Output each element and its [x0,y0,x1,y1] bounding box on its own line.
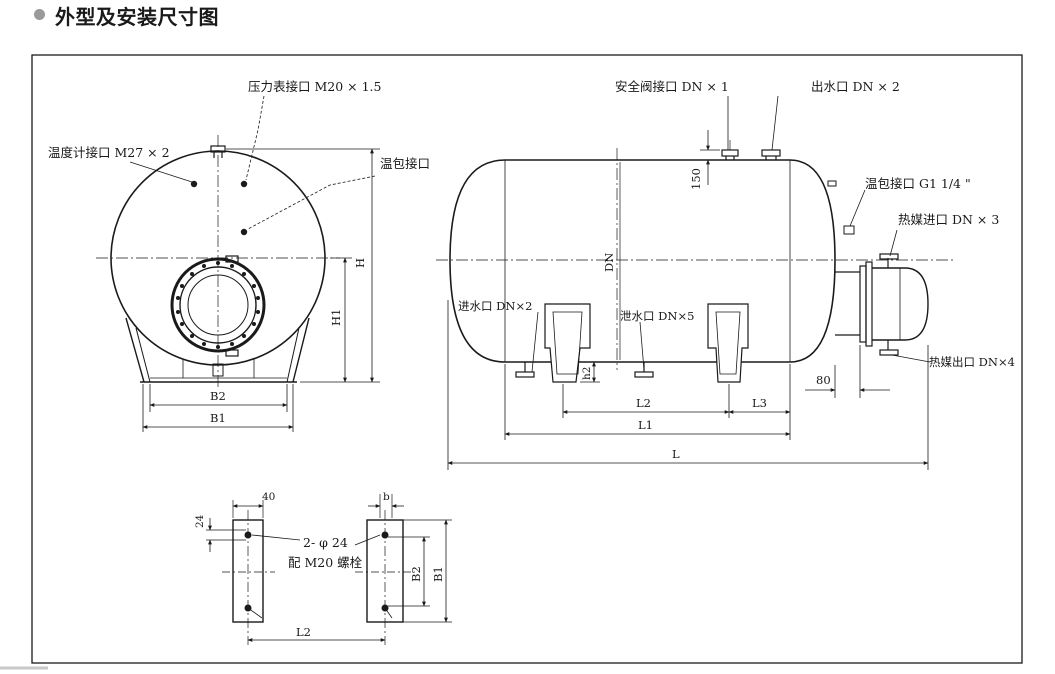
dim-B2-front: B2 [210,389,226,403]
heat-medium-outlet-label: 热媒出口 DN×4 [929,355,1015,369]
temp-gauge-port-label: 温度计接口 M27 × 2 [48,145,170,160]
pressure-port-label: 压力表接口 M20 × 1.5 [248,79,381,94]
dim-B1-front: B1 [210,411,226,425]
temp-bulb-port-side-label: 温包接口 G1 1/4 " [865,176,971,191]
dim-24: 24 [194,514,206,528]
foundation-bolt-holes [244,531,389,612]
dim-80: 80 [816,373,831,387]
dim-40: 40 [262,491,275,503]
water-outlet-label: 出水口 DN × 2 [811,79,900,94]
dim-B1-plan: B1 [431,566,445,582]
bolt-holes-label: 2- φ 24 [303,535,348,550]
heat-medium-inlet-label: 热媒进口 DN × 3 [898,212,999,227]
page-title: 外型及安装尺寸图 [55,5,219,29]
dim-L3: L3 [752,396,767,410]
drain-outlet-label: 泄水口 DN×5 [620,309,694,323]
dim-H1: H1 [329,309,343,326]
drawing-frame [31,54,1023,664]
dim-L1: L1 [638,418,653,432]
dim-DN: DN [602,253,616,272]
side-view-dimensions [447,130,929,470]
front-view-ports [176,180,260,349]
front-view-leaders [129,95,376,230]
dim-H: H [353,258,367,268]
dim-150: 150 [689,168,703,190]
front-view [96,135,340,390]
bolt-spec-label: 配 M20 螺栓 [288,555,363,570]
safety-valve-port-label: 安全阀接口 DN × 1 [615,79,729,94]
side-view [436,140,955,383]
dim-L: L [672,447,680,461]
dim-L2-side: L2 [636,396,651,410]
dim-h2: h2 [581,367,593,380]
dim-B2-plan: B2 [409,566,423,582]
water-inlet-label: 进水口 DN×2 [458,299,532,313]
bullet-icon [34,9,45,20]
front-view-dimensions [142,148,380,432]
header: 外型及安装尺寸图 [0,0,1055,40]
temp-bulb-port-front-label: 温包接口 [380,156,430,171]
side-view-leaders [531,95,931,373]
tank-shell [449,159,836,363]
dim-b: b [383,491,390,503]
dim-L2-plan: L2 [296,625,311,639]
